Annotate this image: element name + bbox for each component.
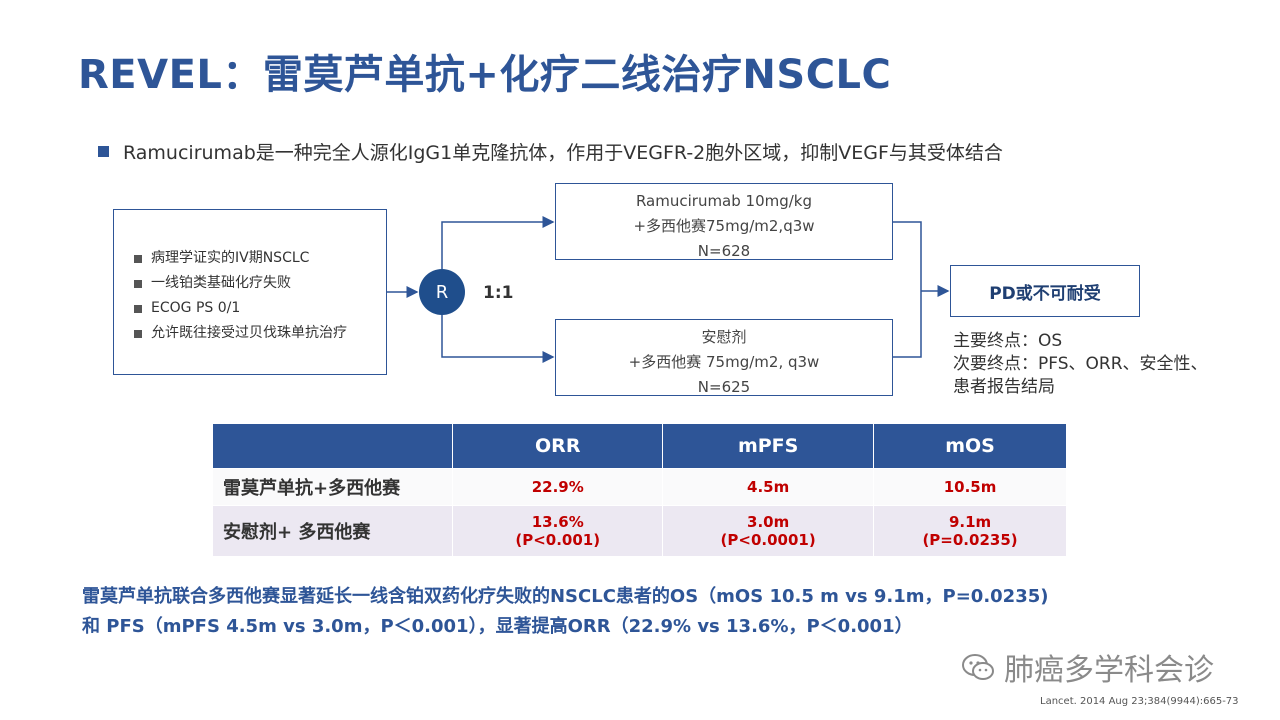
table-header-row: ORR mPFS mOS (213, 424, 1067, 469)
arm-n: N=625 (697, 378, 751, 396)
randomization-ratio: 1:1 (483, 283, 514, 303)
watermark: 肺癌多学科会诊 (960, 645, 1214, 689)
orr-cell: 22.9% (452, 468, 664, 506)
table-header: mPFS (662, 424, 875, 469)
row-label: 雷莫芦单抗+多西他赛 (213, 468, 454, 506)
table-row: 雷莫芦单抗+多西他赛 22.9% 4.5m 10.5m (213, 468, 1067, 506)
inclusion-criteria-box: 病理学证实的IV期NSCLC 一线铂类基础化疗失败 ECOG PS 0/1 允许… (113, 209, 387, 375)
intro-bullet: Ramucirumab是一种完全人源化IgG1单克隆抗体，作用于VEGFR-2胞… (98, 138, 1003, 165)
intro-text: Ramucirumab是一种完全人源化IgG1单克隆抗体，作用于VEGFR-2胞… (123, 142, 1003, 164)
treatment-arm-box: Ramucirumab 10mg/kg +多西他赛75mg/m2,q3w N=6… (555, 183, 893, 260)
arm-regimen: +多西他赛75mg/m2,q3w (633, 217, 815, 235)
control-arm-box: 安慰剂 +多西他赛 75mg/m2, q3w N=625 (555, 319, 893, 396)
square-bullet-icon (134, 279, 142, 288)
pfs-cell: 4.5m (662, 468, 875, 506)
arm-drug: Ramucirumab 10mg/kg (635, 192, 813, 210)
arm-regimen: +多西他赛 75mg/m2, q3w (628, 353, 820, 371)
criteria-item: 允许既往接受过贝伐珠单抗治疗 (134, 321, 386, 346)
outcome-box: PD或不可耐受 (950, 265, 1140, 317)
table-header: mOS (873, 424, 1067, 469)
table-row: 安慰剂+ 多西他赛 13.6%(P<0.001) 3.0m(P<0.0001) … (213, 505, 1067, 556)
randomization-node: R (419, 269, 465, 315)
square-bullet-icon (98, 146, 109, 157)
table-header: ORR (452, 424, 664, 469)
watermark-text: 肺癌多学科会诊 (1004, 653, 1214, 688)
orr-cell: 13.6%(P<0.001) (452, 505, 664, 556)
pfs-cell: 3.0m(P<0.0001) (662, 505, 875, 556)
criteria-item: ECOG PS 0/1 (134, 296, 386, 321)
arm-drug: 安慰剂 (701, 328, 747, 346)
os-cell: 10.5m (873, 468, 1067, 506)
criteria-item: 一线铂类基础化疗失败 (134, 271, 386, 296)
arm-n: N=628 (697, 242, 751, 260)
square-bullet-icon (134, 304, 142, 313)
square-bullet-icon (134, 254, 142, 263)
conclusion-text: 雷莫芦单抗联合多西他赛显著延长一线含铂双药化疗失败的NSCLC患者的OS（mOS… (82, 586, 1049, 637)
row-label: 安慰剂+ 多西他赛 (213, 505, 454, 556)
slide-title: REVEL：雷莫芦单抗+化疗二线治疗NSCLC (78, 52, 892, 98)
table-header (213, 424, 454, 469)
endpoints-text: 主要终点：OS 次要终点：PFS、ORR、安全性、 患者报告结局 (953, 331, 1208, 397)
results-table: ORR mPFS mOS 雷莫芦单抗+多西他赛 22.9% 4.5m 10.5m… (213, 424, 1067, 556)
wechat-icon (962, 654, 994, 680)
criteria-item: 病理学证实的IV期NSCLC (134, 246, 386, 271)
square-bullet-icon (134, 329, 142, 338)
reference-citation: Lancet. 2014 Aug 23;384(9944):665-73 (1040, 696, 1239, 707)
os-cell: 9.1m(P=0.0235) (873, 505, 1067, 556)
